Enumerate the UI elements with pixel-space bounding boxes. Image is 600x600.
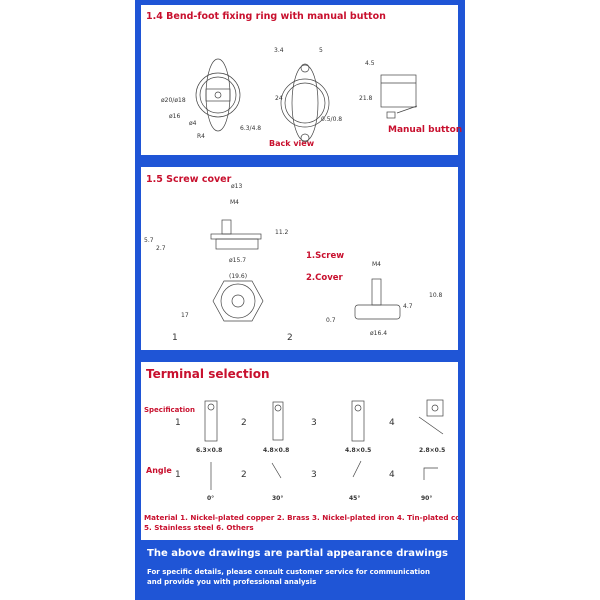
angle-number: 4 [389,470,395,480]
spec-number: 1 [175,418,181,428]
spec-size: 4.8×0.8 [263,447,290,454]
dim: 5 [319,47,323,54]
footer-headline: The above drawings are partial appearanc… [147,548,448,559]
dim: 17 [181,312,189,319]
dim: ø16 [169,113,181,120]
spec-size: 2.8×0.5 [419,447,446,454]
dim: 5.7 [144,237,154,244]
angle-number: 2 [241,470,247,480]
dim: 24 [275,95,283,102]
angle-degree: 0° [207,495,215,502]
angle-number: 1 [175,470,181,480]
dim: (19.6) [229,273,248,280]
spec-size: 4.8×0.5 [345,447,372,454]
section-screw-cover: 1.5 Screw cover ø13 M4 5.7 2.7 11.2 ø15.… [141,167,458,350]
dim: ø4 [189,120,197,127]
angle-degree: 45° [349,495,361,502]
angle-label: Angle [146,466,172,475]
material-line-1: Material 1. Nickel-plated copper 2. Bras… [144,513,458,522]
dim: ø20/ø18 [161,97,186,104]
dim: 21.8 [359,95,373,102]
manual-button-label: Manual button [388,125,463,135]
dim: 10.8 [429,292,443,299]
product-frame: 1.4 Bend-foot fixing ring with manual bu… [135,0,465,600]
section-title: 1.4 Bend-foot fixing ring with manual bu… [146,11,386,22]
angle-degree: 30° [272,495,284,502]
dim: 6.3/4.8 [240,125,262,132]
dim: ø13 [231,183,243,190]
dim: R4 [197,133,205,140]
material-line-2: 5. Stainless steel 6. Others [144,523,254,532]
figure-number: 1 [172,333,178,343]
terminal-drawings [204,399,444,490]
dim: 2.7 [156,245,166,252]
figure-number: 2 [287,333,293,343]
section-title: 1.5 Screw cover [146,174,232,185]
section-title: Terminal selection [146,367,270,381]
back-view-label: Back view [269,139,315,148]
dim: ø16.4 [370,330,388,337]
section-bend-foot: 1.4 Bend-foot fixing ring with manual bu… [141,5,462,155]
screw-cover-drawing [210,219,401,322]
angle-degree: 90° [421,495,433,502]
angle-number: 3 [311,470,317,480]
dim: 3.4 [274,47,284,54]
section-terminal: Terminal selection Specification Angle 1… [141,362,458,540]
dim: 4.5 [365,60,375,67]
specification-label: Specification [144,406,195,414]
dim: 4.7 [403,303,413,310]
dim: 11.2 [275,229,289,236]
dim: M4 [372,261,381,268]
spec-number: 3 [311,418,317,428]
dim: ø15.7 [229,257,247,264]
spec-number: 4 [389,418,395,428]
cover-label: 2.Cover [306,273,343,283]
screw-label: 1.Screw [306,251,345,261]
dim: M4 [230,199,239,206]
dim: 0.7 [326,317,336,324]
spec-size: 6.3×0.8 [196,447,223,454]
footer-note: For specific details, please consult cus… [147,568,430,586]
bend-foot-drawing [195,58,418,143]
spec-number: 2 [241,418,247,428]
dim: 0.5/0.8 [321,116,343,123]
